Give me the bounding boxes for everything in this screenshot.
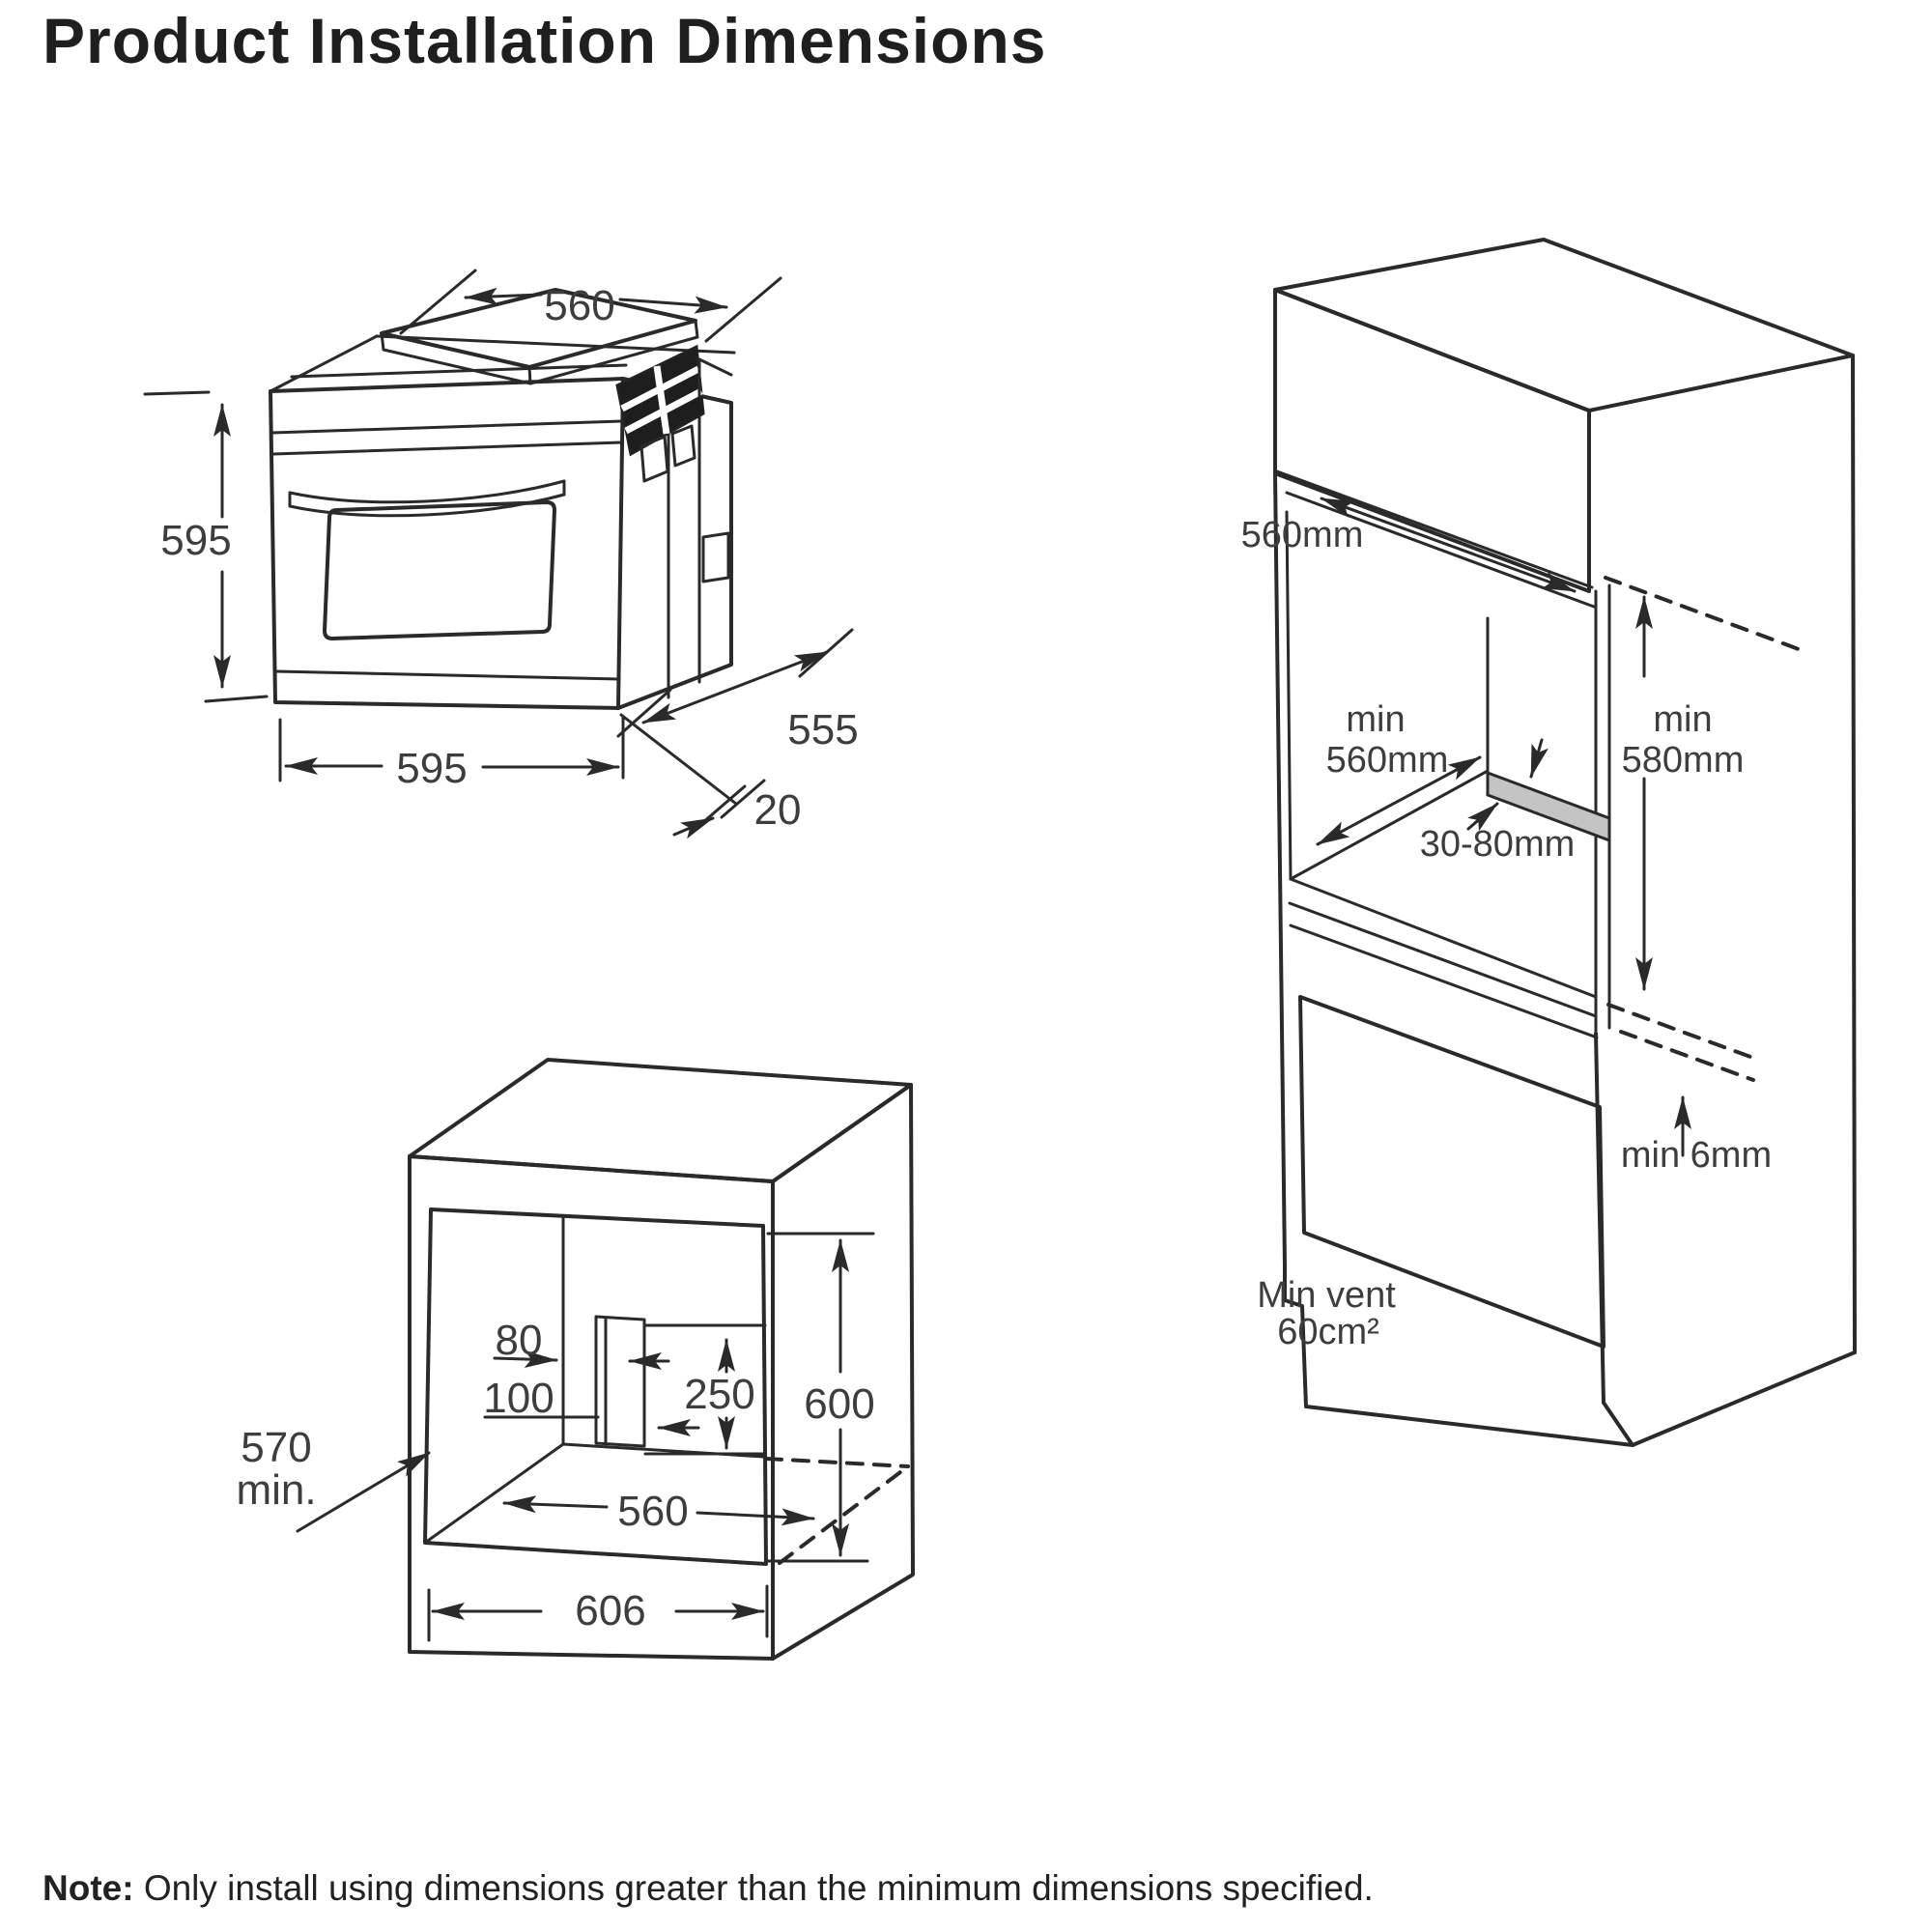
cutout-niche-opening [423,1208,768,1566]
dim-arrow-right [696,1508,815,1526]
dim-arrow [296,1451,431,1533]
dim-label-100: 100 [483,1375,554,1422]
dim-label-min6mm: min 6mm [1621,1135,1772,1176]
dim-label-560: 560 [544,282,614,329]
cutout-rear-rail [594,1315,646,1448]
oven-dim-top-width: 560 [399,269,782,343]
dim-arrow-left [502,1495,609,1514]
dim-arrow [641,650,829,724]
oven-rear-fin [697,357,733,398]
dim-arrow [1316,755,1482,846]
oven-vent-grille-mullions [620,365,703,435]
tall-left-edge [1273,471,1287,1267]
dim-ticks [399,269,782,343]
oven-top-slab-back [375,334,736,355]
cutout-dim-560: 560 [502,1488,815,1535]
dim-label-595b: 595 [396,745,467,792]
dim-label-20: 20 [754,786,802,834]
cutout-dim-250: 250 [642,1323,767,1456]
dim-arrow [1320,497,1577,593]
dim-arrow [672,816,715,839]
dim-ticks [700,779,766,825]
tall-dim-min6: min 6mm [1621,1095,1772,1176]
cutout-niche-floor [423,1442,765,1545]
tall-niche-right-jamb [1594,583,1611,1036]
dim-label-606: 606 [575,1587,645,1634]
dim-label-min: min [1653,699,1712,740]
dim-label-580mm: 580mm [1622,740,1745,781]
dim-label-595: 595 [160,517,231,564]
tall-vent-label: Min vent 60cm² [1257,1275,1396,1352]
dim-label-min: min [1346,699,1405,740]
note-text: Only install using dimensions greater th… [133,1868,1374,1908]
oven-top-board-line [290,363,628,379]
dim-arrow-right [618,296,728,314]
dim-label-570: 570 [241,1424,311,1471]
oven-rear-tabs [639,424,696,483]
oven-top-slab-left [269,334,379,393]
cabinet-cutout-diagram: 80 100 250 600 [236,1058,915,1661]
dim-label-555: 555 [787,706,858,753]
oven-top-board-edge [380,319,699,385]
tall-niche-left-jamb [1285,510,1293,881]
page-title: Product Installation Dimensions [43,5,1047,76]
dim-ticks [143,390,269,703]
note-label: Note: [43,1868,134,1908]
spacer-arrow-top [1529,738,1548,779]
cutout-hidden-floor-dashes [764,1457,910,1565]
oven-side-seams [667,387,701,699]
oven-handle [288,479,566,504]
dim-label-560mm-min: 560mm [1326,740,1449,781]
cutout-dim-570min: 570 min. [236,1424,431,1533]
dim-label-250: 250 [684,1371,754,1418]
cutout-dim-80: 80 [493,1317,558,1368]
tall-dim-min580: min 580mm [1622,595,1745,991]
tall-dim-min560: min 560mm [1316,699,1482,846]
cutout-dim-606: 606 [427,1584,769,1642]
tall-lower-dashes [1606,1003,1755,1082]
dim-label-570-min: min. [236,1466,316,1514]
dim-leaders [642,1323,767,1456]
dim-ticks [278,715,625,782]
vent-label-line1: Min vent [1257,1275,1396,1316]
dim-label-80: 80 [496,1317,543,1364]
tall-upper-dash [1604,576,1801,651]
dim-ticks [427,1584,769,1642]
oven-diagram: 560 595 595 555 [143,269,859,839]
cutout-dim-100: 100 [483,1375,600,1422]
tall-cabinet-diagram: 560mm min 560mm 30-80mm min 580 [1241,238,1857,1447]
tall-plinth [1283,1264,1857,1447]
dim-label-600: 600 [804,1380,874,1428]
dim-arrow [493,1350,558,1368]
note: Note: Only install using dimensions grea… [43,1868,1374,1909]
oven-handle-ends [288,479,566,508]
oven-dim-door-gap: 20 [619,713,802,839]
tall-front-right-lower-edge [1594,1032,1634,1447]
oven-door-window [323,500,556,640]
oven-control-band-line [271,440,623,456]
tall-right-back-edge [1851,354,1857,1354]
oven-dim-height: 595 [143,390,269,703]
oven-dim-depth: 555 [616,628,859,753]
tall-upper-front [1273,288,1591,593]
cutout-dim-600: 600 [765,1232,875,1563]
dim-leader [619,713,738,806]
tall-niche-frame-bottom [1288,901,1599,1039]
dim-arrow-left [464,287,543,305]
dim-label-560: 560 [617,1488,688,1535]
oven-dim-bottom-width: 595 [278,715,625,792]
oven-control-band-line [270,419,623,435]
dim-label-30-80mm: 30-80mm [1420,824,1576,865]
vent-label-line2: 60cm² [1277,1312,1379,1352]
tall-dim-560mm: 560mm [1241,497,1577,593]
dim-label-560mm: 560mm [1241,515,1364,555]
oven-side-bracket [701,531,730,583]
cutout-right-face [771,1083,915,1661]
spacer-arrow-left [1466,802,1499,832]
tall-dim-spacer: 30-80mm [1420,738,1576,865]
tall-spacer-strip [1486,770,1611,843]
oven-bottom-band [274,669,621,681]
